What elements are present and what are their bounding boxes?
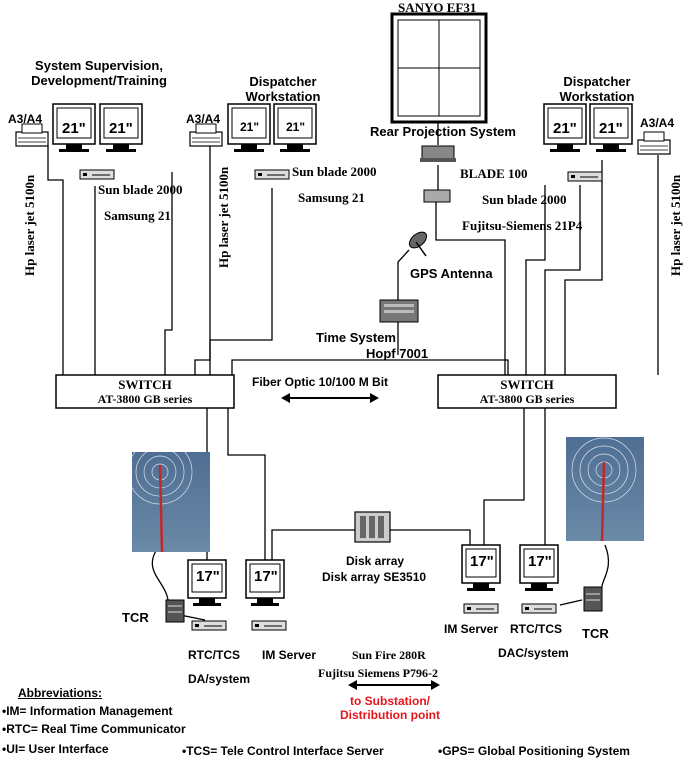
- time-system-icon: [379, 299, 419, 323]
- workstation-cpu-label: Sun blade 2000: [482, 192, 567, 207]
- disk-array-label: Disk array: [346, 554, 405, 568]
- abbrev-rtc: •RTC= Real Time Communicator: [2, 722, 186, 736]
- rear-projection-label: Rear Projection System: [370, 124, 516, 139]
- monitor-size-label: 17": [254, 568, 278, 585]
- abbreviations-header: Abbreviations:: [18, 686, 103, 700]
- sys-supervision-title: System Supervision, Development/Training: [31, 58, 167, 88]
- printer-model-label: Hp laser jet 5100n: [668, 174, 683, 276]
- monitor-size-label: 21": [240, 120, 260, 134]
- time-system-label: Time System: [316, 330, 396, 345]
- switch-left-series: AT-3800 GB series: [97, 392, 193, 406]
- disk-array-icon: [354, 511, 391, 543]
- dispatcher-left-title: Dispatcher Workstation: [245, 74, 321, 104]
- monitor-size-label: 21": [109, 120, 133, 137]
- monitor-size-label: 21": [553, 120, 577, 137]
- printer-right-icon: [637, 131, 671, 155]
- workstation-monitor-label: Fujitsu-Siemens 21P4: [462, 218, 583, 233]
- printer-format-label: A3/A4: [640, 116, 675, 130]
- printer-left-icon: [15, 123, 49, 147]
- fujitsu-p796-label: Fujitsu Siemens P796-2: [318, 666, 438, 680]
- blade100-label: BLADE 100: [460, 166, 528, 181]
- tcr-label: TCR: [122, 610, 149, 625]
- printer-model-label: Hp laser jet 5100n: [216, 166, 231, 268]
- tcr-unit-icon: [583, 586, 603, 612]
- abbrev-gps: •GPS= Global Positioning System: [438, 744, 630, 758]
- da-system-label: DA/system: [188, 672, 251, 686]
- fujitsu-pc-icon: [423, 189, 451, 203]
- substation-label: to Substation/ Distribution point: [340, 694, 440, 722]
- sun-blade-cpu-icon: [79, 169, 115, 180]
- abbrev-tcs: •TCS= Tele Control Interface Server: [182, 744, 384, 758]
- monitor-size-label: 21": [286, 120, 306, 134]
- server-cpu-icon: [463, 603, 499, 614]
- gps-antenna-label: GPS Antenna: [410, 266, 493, 281]
- workstation-cpu-label: Sun blade 2000: [98, 182, 183, 197]
- blade100-unit-icon: [420, 145, 456, 162]
- fiber-optic-label: Fiber Optic 10/100 M Bit: [252, 375, 389, 389]
- switch-left: [55, 374, 235, 409]
- monitor-size-label: 21": [599, 120, 623, 137]
- printer-mid-icon: [189, 123, 223, 147]
- substation-arrow-icon: [348, 680, 440, 690]
- radio-tower-photo-right: [566, 437, 644, 542]
- im-server-label: IM Server: [262, 648, 317, 662]
- monitor-size-label: 17": [196, 568, 220, 585]
- dispatcher-right-title: Dispatcher Workstation: [559, 74, 635, 104]
- server-cpu-icon: [191, 620, 227, 631]
- switch-left-title: SWITCH: [118, 377, 172, 392]
- projector-title: SANYO EF31: [398, 0, 477, 15]
- fiber-arrow-icon: [281, 393, 379, 403]
- workstation-cpu-label: Sun blade 2000: [292, 164, 377, 179]
- im-server-label: IM Server: [444, 622, 499, 636]
- projection-screen-icon: [390, 12, 488, 124]
- server-cpu-icon: [251, 620, 287, 631]
- abbrev-im: •IM= Information Management: [2, 704, 173, 718]
- switch-right: [437, 374, 617, 409]
- workstation-monitor-label: Samsung 21: [298, 190, 365, 205]
- monitor-size-label: 17": [528, 553, 552, 570]
- monitor-size-label: 17": [470, 553, 494, 570]
- abbrev-ui: •UI= User Interface: [2, 742, 109, 756]
- switch-right-title: SWITCH: [500, 377, 554, 392]
- rtc-tcs-label: RTC/TCS: [188, 648, 240, 662]
- tcr-label: TCR: [582, 626, 609, 641]
- sun-blade-cpu-icon: [254, 169, 290, 180]
- tcr-unit-icon: [165, 599, 185, 623]
- sun-blade-cpu-icon: [567, 171, 603, 182]
- gps-antenna-icon: [408, 231, 428, 257]
- printer-model-label: Hp laser jet 5100n: [22, 174, 37, 276]
- monitor-size-label: 21": [62, 120, 86, 137]
- dac-system-label: DAC/system: [498, 646, 569, 660]
- switch-right-series: AT-3800 GB series: [479, 392, 575, 406]
- printer-format-label: A3/A4: [8, 112, 43, 126]
- disk-array-model-label: Disk array SE3510: [322, 570, 427, 584]
- hopf-label: Hopf 7001: [366, 346, 429, 361]
- workstation-monitor-label: Samsung 21: [104, 208, 171, 223]
- printer-format-label: A3/A4: [186, 112, 221, 126]
- radio-tower-photo-left: [127, 439, 210, 553]
- server-cpu-icon: [521, 603, 557, 614]
- sun-fire-label: Sun Fire 280R: [352, 648, 426, 662]
- rtc-tcs-label: RTC/TCS: [510, 622, 562, 636]
